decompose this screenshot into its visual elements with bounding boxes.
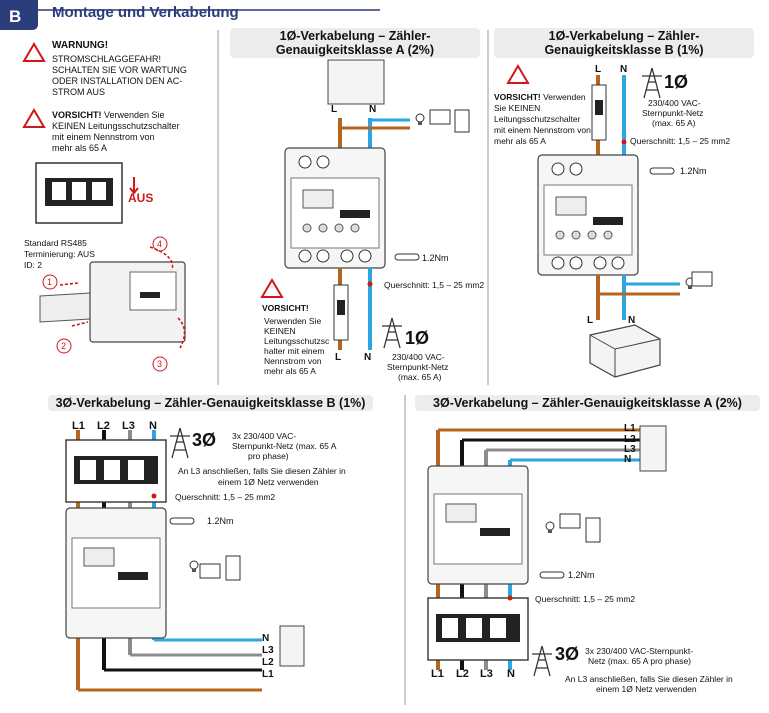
panel-3a-note-1: An L3 anschließen, falls Sie diesen Zähl… [565,674,733,684]
panel-1b-label-N-bottom: N [628,315,636,326]
rs485-line-2: Terminierung: AUS [24,249,95,259]
warning-caution-line-1: KEINEN Leitungsschutzschalter [52,121,180,131]
panel-1b-title-1: 1Ø-Verkabelung – Zähler- [548,29,700,43]
panel-1a-grid-1: 230/400 VAC- [392,352,445,362]
step-2: 2 [61,341,67,351]
panel-1b-grid-1: 230/400 VAC- [648,98,701,108]
rs485-line-3: ID: 2 [24,260,42,270]
warning-caution-bold: VORSICHT! [52,110,102,120]
panel-3b-top-N: N [149,420,157,432]
panel-1a-grid-2: Sternpunkt-Netz [387,362,449,372]
step-1: 1 [47,277,53,287]
panel-1a-caution-6: mehr als 65 A [264,366,316,376]
panel-1b-title-2: Genauigkeitsklasse B (1%) [544,43,704,57]
panel-3a-grid-1: 3x 230/400 VAC-Sternpunkt- [585,646,694,656]
panel-1b-grid-2: Sternpunkt-Netz [642,108,704,118]
panel-1a-label-L: L [331,104,338,115]
panel-1a-label-N: N [369,104,377,115]
panel-1a-header-bg [230,28,480,58]
panel-1a-grid-3: (max. 65 A) [398,372,442,382]
panel-3a-bottom-N: N [507,668,515,680]
panel-3b-bottom-L3: L3 [262,645,274,656]
panel-3b-bottom-N: N [262,633,270,644]
breaker-aus-label: AUS [128,191,154,205]
panel-1b-cross-section: Querschnitt: 1,5 – 25 mm2 [630,136,731,146]
panel-3b-header-bg [48,395,373,411]
warning-line-2: SCHALTEN SIE VOR WARTUNG [52,65,187,75]
panel-3a-top-N: N [624,454,632,465]
panel-1b-label-N: N [620,64,628,75]
warning-caution-line-2: mit einem Nennstrom von [52,132,155,142]
section-letter: B [9,7,22,26]
panel-1b-header-bg [494,28,754,58]
panel-3a-note-2: einem 1Ø Netz verwenden [596,684,697,694]
panel-3b-bottom-L2: L2 [262,657,274,668]
panel-3a-header-bg [415,395,760,411]
panel-3b-top-L1: L1 [72,420,85,432]
step-3: 3 [157,359,163,369]
panel-3a-top-L2: L2 [624,434,636,445]
panel-1b-caution-3: mit einem Nennstrom von [494,125,591,135]
panel-1b-torque: 1.2Nm [680,166,707,176]
panel-3a-title: 3Ø-Verkabelung – Zähler-Genauigkeitsklas… [433,396,742,410]
panel-3a-bottom-L3: L3 [480,668,493,680]
panel-1a-caution-1: Verwenden Sie [264,316,322,326]
panel-3b-top-L2: L2 [97,420,110,432]
warning-caution-line-3: mehr als 65 A [52,143,108,153]
warning-line-4: STROM AUS [52,87,106,97]
panel-3b-grid-2: Sternpunkt-Netz (max. 65 A [232,441,337,451]
panel-3a-torque: 1.2Nm [568,570,595,580]
panel-3b-torque: 1.2Nm [207,516,234,526]
panel-1b-caution-bold: VORSICHT! [494,92,541,102]
rs485-line-1: Standard RS485 [24,238,87,248]
panel-3a-top-L3: L3 [624,444,636,455]
panel-1a-title-2: Genauigkeitsklasse A (2%) [275,43,435,57]
panel-1a-caution-4: halter mit einem [264,346,325,356]
warning-caution: VORSICHT! Verwenden Sie [52,110,165,121]
panel-3b-grid-1: 3x 230/400 VAC- [232,431,297,441]
panel-3a-grid-2: Netz (max. 65 A pro phase) [588,656,691,666]
panel-3b-title: 3Ø-Verkabelung – Zähler-Genauigkeitsklas… [55,396,366,410]
section-title: Montage und Verkabelung [52,4,239,21]
panel-1a-torque: 1.2Nm [422,253,449,263]
panel-1b-grid-3: (max. 65 A) [652,118,696,128]
step-4: 4 [157,239,163,249]
panel-1a-phase: 1Ø [405,328,430,348]
warning-caution-first: Verwenden Sie [101,110,165,120]
panel-1a-caution-3: Leitungsschutzsc [264,336,330,346]
warning-title: WARNUNG! [52,40,109,51]
panel-1a-label-L-bottom: L [335,352,342,363]
panel-3a-cross-section: Querschnitt: 1,5 – 25 mm2 [535,594,636,604]
panel-1a-title-1: 1Ø-Verkabelung – Zähler- [279,29,431,43]
panel-3a-top-L1: L1 [624,423,636,434]
panel-1b-caution-first: Verwenden [540,92,586,102]
panel-3a-bottom-L1: L1 [431,668,444,680]
panel-3a-bottom-L2: L2 [456,668,469,680]
panel-3b-phase: 3Ø [192,430,217,450]
panel-1a-caution-2: KEINEN [264,326,296,336]
panel-1b-phase: 1Ø [664,72,689,92]
panel-3b-grid-3: pro phase) [248,451,289,461]
panel-1b-caution: VORSICHT! Verwenden [494,92,586,103]
panel-1a-label-N-bottom: N [364,352,372,363]
panel-1b-caution-1: Sie KEINEN [494,103,541,113]
panel-1b-label-L-bottom: L [587,315,594,326]
panel-1b-caution-2: Leitungsschutzschalter [494,114,581,124]
panel-3b-top-L3: L3 [122,420,135,432]
panel-1a-cross-section: Querschnitt: 1,5 – 25 mm2 [384,280,485,290]
panel-3b-note-1: An L3 anschließen, falls Sie diesen Zähl… [178,466,346,476]
panel-3b-cross-section: Querschnitt: 1,5 – 25 mm2 [175,492,276,502]
warning-line-1: STROMSCHLAGGEFAHR! [52,54,162,64]
warning-line-3: ODER INSTALLATION DEN AC- [52,76,183,86]
panel-1a-caution-title: VORSICHT! [262,303,309,313]
panel-1a-caution-5: Nennstrom von [264,356,322,366]
panel-1b-caution-4: mehr als 65 A [494,136,546,146]
panel-1b-label-L: L [595,64,602,75]
panel-3a-phase: 3Ø [555,644,580,664]
panel-3b-bottom-L1: L1 [262,669,274,680]
panel-3b-note-2: einem 1Ø Netz verwenden [218,477,319,487]
